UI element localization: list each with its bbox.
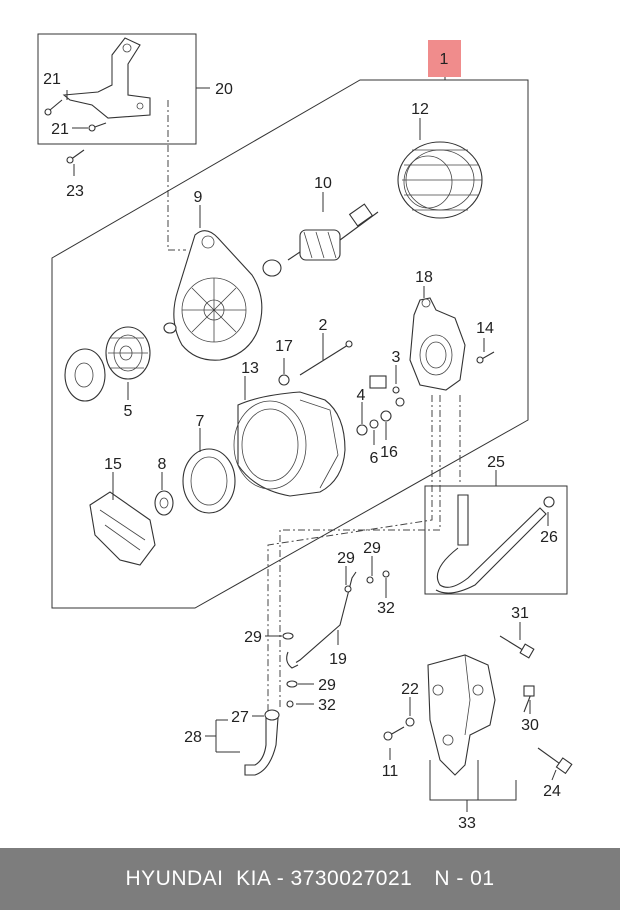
callout-7: 7 — [196, 413, 205, 430]
bolt-23 — [66, 149, 85, 164]
callout-29-a: 29 — [337, 550, 355, 567]
alternator-exploded-diagram: 1 2 3 4 5 6 7 8 9 10 11 12 13 14 15 16 1… — [37, 33, 573, 832]
pulley-part — [105, 326, 151, 380]
callout-1: 1 — [440, 51, 449, 68]
bearing-ring — [262, 259, 282, 277]
footer-brand-part-number: HYUNDAI KIA - 3730027021 — [125, 867, 413, 890]
bolt-24 — [537, 747, 573, 775]
callout-1-highlight — [428, 40, 461, 77]
through-bolt-part — [299, 340, 353, 376]
callout-17: 17 — [275, 338, 293, 355]
mounting-bracket-part — [62, 37, 151, 119]
leader-lines — [66, 90, 557, 812]
return-hose-part — [244, 709, 280, 776]
callout-21-bottom: 21 — [51, 121, 69, 138]
callout-25: 25 — [487, 454, 505, 471]
callout-30: 30 — [521, 717, 539, 734]
callout-14: 14 — [476, 320, 494, 337]
callout-15: 15 — [104, 456, 122, 473]
alternator-bracket-part — [427, 654, 496, 776]
rear-housing-part — [233, 391, 346, 497]
callout-10: 10 — [314, 175, 332, 192]
assembly-frame — [51, 79, 529, 609]
callout-31: 31 — [511, 605, 529, 622]
bolt-32-top — [382, 570, 390, 578]
callout-22: 22 — [401, 681, 419, 698]
screw-14 — [476, 351, 495, 364]
callout-13: 13 — [241, 360, 259, 377]
bolt-31 — [499, 635, 535, 659]
callout-29-c: 29 — [244, 629, 262, 646]
nut-16 — [380, 410, 392, 422]
bolt-21-top — [44, 99, 63, 116]
callout-11: 11 — [382, 763, 399, 780]
callout-6: 6 — [370, 450, 379, 467]
callout-21-top: 21 — [43, 71, 61, 88]
bolt-21-bottom — [88, 122, 107, 132]
spacer-ring — [163, 322, 177, 334]
callout-5: 5 — [124, 403, 133, 420]
front-ring-part — [64, 348, 106, 402]
footer-page-ref: N - 01 — [434, 867, 495, 890]
terminal-3 — [369, 375, 405, 407]
callout-23: 23 — [66, 183, 84, 200]
callout-9: 9 — [194, 189, 203, 206]
stator-part — [397, 141, 483, 219]
callout-12: 12 — [411, 101, 429, 118]
bracket-kit-box — [37, 33, 197, 145]
oil-pipe-part — [286, 571, 357, 669]
callout-28: 28 — [184, 729, 202, 746]
callout-20: 20 — [215, 81, 233, 98]
callout-18: 18 — [415, 269, 433, 286]
callout-3: 3 — [392, 349, 401, 366]
callout-24: 24 — [543, 783, 561, 800]
regulator-part — [409, 297, 466, 391]
bolt-30 — [523, 685, 535, 713]
callout-32-b: 32 — [318, 697, 336, 714]
callout-27: 27 — [231, 709, 249, 726]
callout-8: 8 — [158, 456, 167, 473]
rectifier-part — [89, 491, 156, 566]
gasket-29-c — [282, 632, 294, 640]
vacuum-hose-part — [435, 494, 555, 594]
gasket-29-a — [344, 585, 352, 593]
callout-2: 2 — [319, 317, 328, 334]
callout-16: 16 — [380, 444, 398, 461]
rotor-part — [287, 203, 379, 261]
washer-6 — [369, 419, 379, 429]
washer-22 — [405, 717, 415, 727]
callout-26: 26 — [540, 529, 558, 546]
gasket-29-b — [366, 576, 374, 584]
callout-29-b: 29 — [363, 540, 381, 557]
part-number-footer: HYUNDAI KIA - 3730027021 N - 01 — [0, 848, 620, 910]
front-housing-part — [173, 230, 263, 361]
rear-cover-part — [182, 448, 236, 514]
callout-4: 4 — [357, 387, 366, 404]
callout-29-d: 29 — [318, 677, 336, 694]
nut-17 — [278, 374, 290, 386]
gasket-29-d — [286, 680, 298, 688]
washer-4 — [356, 424, 368, 436]
bolt-11 — [383, 726, 405, 741]
bolt-32-bottom — [286, 700, 294, 708]
callout-33: 33 — [458, 815, 476, 832]
insulator-washer-part — [154, 490, 174, 516]
callout-19: 19 — [329, 651, 347, 668]
callout-32-a: 32 — [377, 600, 395, 617]
